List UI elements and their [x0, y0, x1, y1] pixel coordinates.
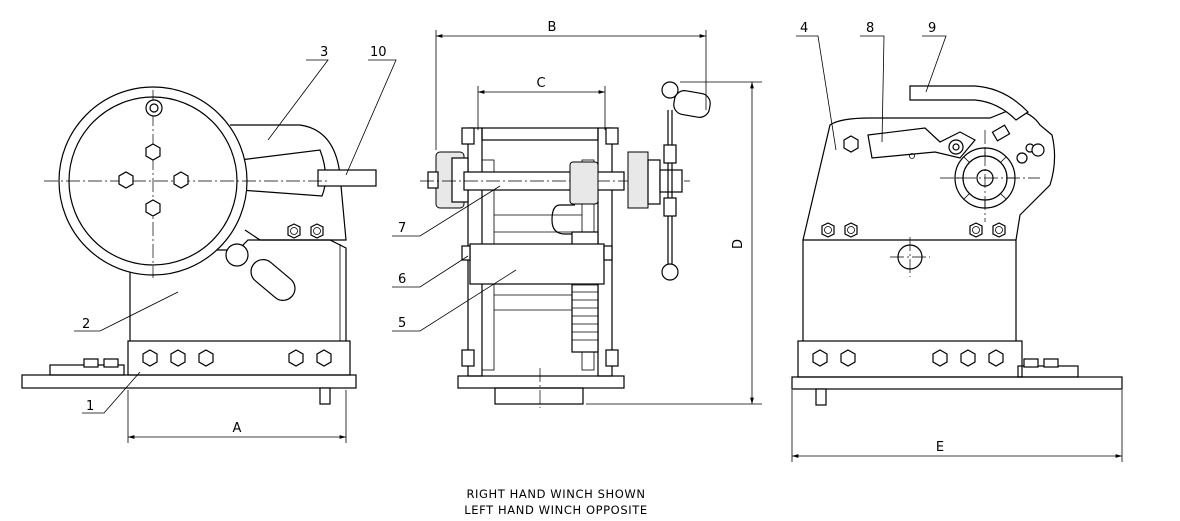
leaders-center: 7 6 5	[392, 185, 517, 332]
center-base-plate	[457, 375, 625, 389]
right-side-view	[791, 85, 1123, 406]
dimension-a-label: A	[233, 421, 242, 436]
part-label-10: 10	[370, 45, 387, 60]
top-handle	[909, 85, 1029, 121]
part-label-8: 8	[866, 21, 874, 36]
lower-drum	[469, 243, 605, 285]
dimension-d-label: D	[731, 239, 746, 249]
note-right-hand: RIGHT HAND WINCH SHOWN	[466, 487, 645, 501]
part-label-7: 7	[398, 221, 406, 236]
part-label-3: 3	[320, 45, 328, 60]
left-handle-lever	[239, 149, 327, 197]
left-base-plate	[21, 374, 357, 389]
dimension-b: B	[435, 20, 707, 150]
part-label-6: 6	[398, 272, 406, 287]
dimension-e-label: E	[936, 440, 944, 455]
crank-handle-grip	[673, 90, 711, 118]
right-bracket	[802, 239, 1017, 341]
part-label-5: 5	[398, 316, 406, 331]
leaders-left: 1 2 3 10	[74, 45, 397, 414]
leaders-right: 4 8 9	[796, 21, 947, 151]
part-label-9: 9	[928, 21, 936, 36]
dimension-a: A	[127, 390, 347, 443]
right-mounting-block	[797, 340, 1023, 378]
left-mounting-block	[127, 340, 351, 376]
right-upper-housing	[802, 109, 1056, 241]
left-side-view	[21, 86, 377, 405]
part-label-1: 1	[86, 399, 94, 414]
part-label-4: 4	[800, 21, 808, 36]
dimension-c-label: C	[536, 76, 545, 91]
right-base-plate	[791, 376, 1123, 390]
left-handle-rod	[317, 169, 377, 187]
dimension-b-label: B	[548, 20, 557, 35]
note-left-hand: LEFT HAND WINCH OPPOSITE	[464, 503, 647, 517]
dimension-c: C	[477, 76, 606, 130]
dimension-d: D	[586, 81, 762, 405]
center-front-view	[420, 81, 711, 408]
pawl-lever	[867, 127, 976, 159]
part-label-2: 2	[82, 317, 90, 332]
dimension-e: E	[791, 390, 1123, 462]
left-upper-housing	[230, 124, 347, 241]
